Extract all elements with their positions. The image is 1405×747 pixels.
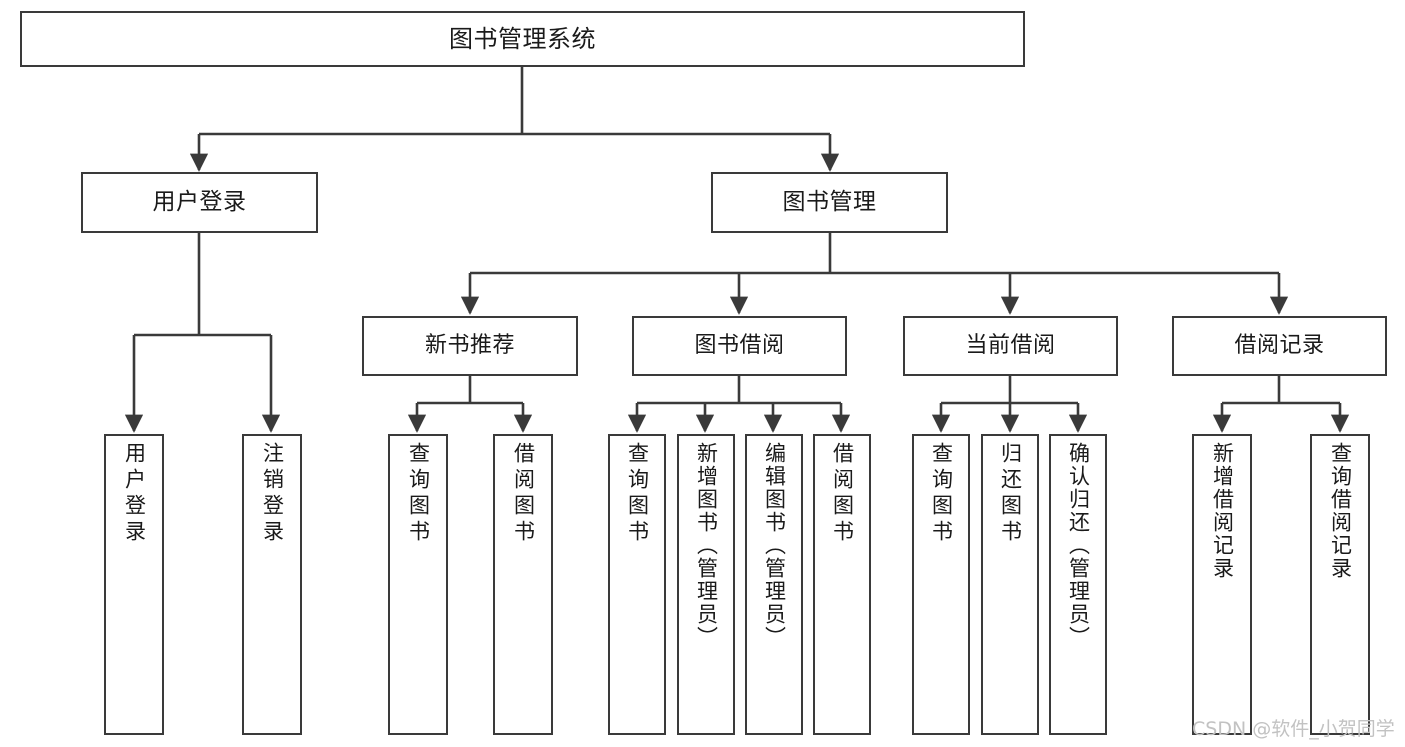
leaf-query-book-recommend[interactable]: 查询图书	[388, 434, 448, 735]
node-label: 编辑图书（管理员）	[762, 442, 787, 649]
leaf-confirm-return-admin[interactable]: 确认归还（管理员）	[1049, 434, 1107, 735]
node-label: 图书管理系统	[449, 24, 596, 53]
node-label: 借阅图书	[511, 442, 536, 546]
leaf-add-book-admin[interactable]: 新增图书（管理员）	[677, 434, 735, 735]
node-label: 用户登录	[122, 442, 147, 546]
node-current-borrowing[interactable]: 当前借阅	[903, 316, 1118, 376]
node-label: 用户登录	[152, 188, 247, 215]
node-label: 查询图书	[929, 442, 954, 546]
node-label: 新增借阅记录	[1210, 442, 1235, 580]
node-label: 借阅记录	[1234, 333, 1325, 359]
node-label: 注销登录	[260, 442, 285, 546]
leaf-query-book-current[interactable]: 查询图书	[912, 434, 970, 735]
leaf-return-book[interactable]: 归还图书	[981, 434, 1039, 735]
leaf-user-login[interactable]: 用户登录	[104, 434, 164, 735]
leaf-query-borrow-record[interactable]: 查询借阅记录	[1310, 434, 1370, 735]
node-label: 查询图书	[625, 442, 650, 546]
leaf-add-borrow-record[interactable]: 新增借阅记录	[1192, 434, 1252, 735]
node-book-management[interactable]: 图书管理	[711, 172, 948, 233]
node-label: 归还图书	[998, 442, 1023, 546]
node-label: 图书管理	[782, 188, 877, 215]
leaf-logout[interactable]: 注销登录	[242, 434, 302, 735]
node-label: 当前借阅	[965, 333, 1056, 359]
node-user-login[interactable]: 用户登录	[81, 172, 318, 233]
leaf-query-book-borrow[interactable]: 查询图书	[608, 434, 666, 735]
node-label: 图书借阅	[694, 333, 785, 359]
node-label: 借阅图书	[830, 442, 855, 546]
node-new-book-recommendation[interactable]: 新书推荐	[362, 316, 578, 376]
node-label: 新增图书（管理员）	[694, 442, 719, 649]
node-book-borrowing[interactable]: 图书借阅	[632, 316, 847, 376]
node-label: 确认归还（管理员）	[1066, 442, 1091, 649]
leaf-borrow-book-recommend[interactable]: 借阅图书	[493, 434, 553, 735]
node-label: 查询图书	[406, 442, 431, 546]
node-label: 查询借阅记录	[1328, 442, 1353, 580]
watermark-text: CSDN @软件_小贺同学	[1192, 718, 1395, 740]
node-label: 新书推荐	[424, 333, 515, 359]
node-borrowing-record[interactable]: 借阅记录	[1172, 316, 1387, 376]
leaf-borrow-book[interactable]: 借阅图书	[813, 434, 871, 735]
node-root-library-management-system[interactable]: 图书管理系统	[20, 11, 1025, 67]
leaf-edit-book-admin[interactable]: 编辑图书（管理员）	[745, 434, 803, 735]
